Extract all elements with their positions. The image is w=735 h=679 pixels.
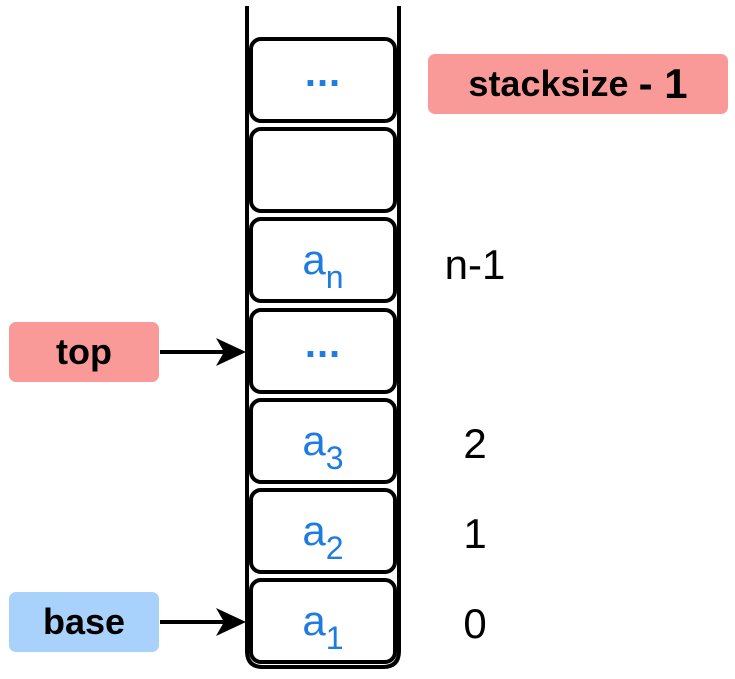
element-label: a2 [302,507,344,566]
index-label-0: 0 [463,600,487,647]
stack-cell-max: ... [249,37,397,123]
index-label-n-1: n-1 [444,241,506,288]
top-pointer-tag: top [9,322,159,382]
index-label-1: 1 [463,510,487,557]
ellipsis-label: ... [304,50,342,95]
stack-cell-a2: a2 [249,488,397,574]
stack-outline [245,6,401,669]
base-arrow-head [216,608,246,636]
stacksize-label: stacksize [468,63,629,104]
base-label: base [42,601,126,642]
base-pointer-tag: base [9,592,159,652]
top-label: top [56,331,112,372]
stacksize-tag: stacksize - 1 [428,54,728,114]
stack-cell-a3: a3 [249,398,397,484]
index-label-2: 2 [463,420,487,467]
stack-cell-an: an [249,217,397,303]
element-label: an [302,236,344,295]
stacksize-minus-one: - 1 [638,60,688,107]
stack-cell-top: ... [249,308,397,394]
element-label: a3 [302,417,344,476]
stack-cell-empty [249,127,397,213]
ellipsis-label: ... [304,321,342,366]
top-arrow-head [216,338,246,366]
element-label: a1 [302,597,344,656]
stack-cell-a1: a1 [249,578,397,664]
